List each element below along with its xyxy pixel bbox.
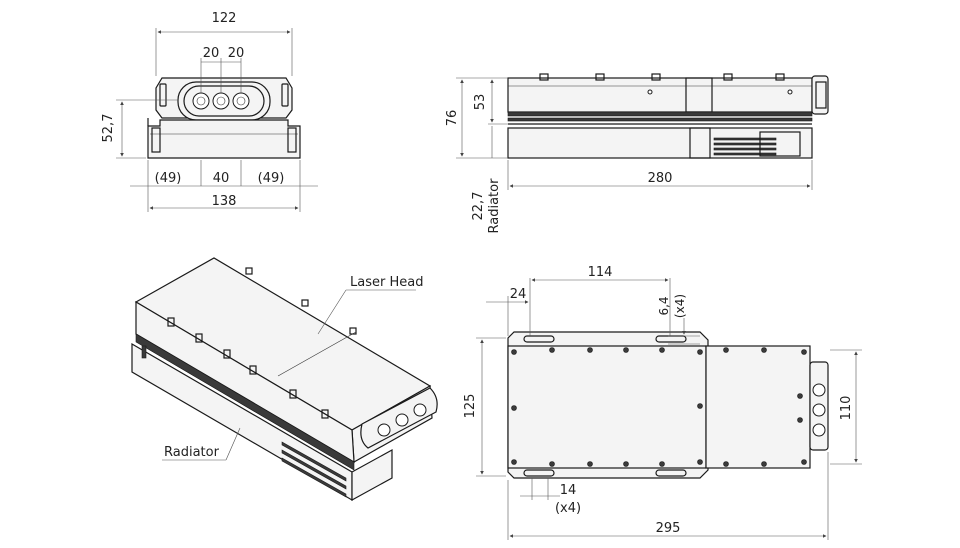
dim-text-40: 40 (213, 171, 230, 186)
side-clip-3 (651, 73, 661, 81)
side-stripe-1 (507, 111, 813, 117)
side-radiator-joint (689, 127, 711, 159)
dim-text-14-count: (x4) (555, 501, 581, 516)
iso-radiator-leader (225, 427, 241, 461)
dim-text-14: 14 (560, 483, 577, 498)
iso-radiator-label: Radiator (164, 445, 220, 460)
side-clip-4 (723, 73, 733, 81)
side-screw-1 (647, 89, 653, 95)
front-port-right (232, 92, 250, 110)
top-screws (511, 347, 807, 467)
top-slot-bottom-left (523, 469, 555, 477)
dim-text-49-right: (49) (258, 171, 285, 186)
dim-text-295: 295 (656, 521, 681, 536)
iso-port-1 (377, 423, 391, 437)
side-view: 76 53 22,7 Radiator 280 (445, 73, 829, 234)
iso-head-joint-line (277, 331, 357, 377)
iso-head-clips (167, 267, 357, 419)
top-port-1 (812, 383, 826, 397)
top-head-right (705, 345, 811, 469)
dim-text-76: 76 (445, 110, 460, 127)
iso-radiator-right (351, 448, 393, 502)
iso-radiator-fins (281, 441, 347, 498)
top-port-2 (812, 403, 826, 417)
dim-text-125: 125 (463, 394, 478, 419)
front-port-left (192, 92, 210, 110)
iso-radiator-fin-a (141, 345, 147, 359)
top-slot-bottom-right (655, 469, 687, 477)
side-head-body (507, 77, 813, 113)
iso-laser-head-label: Laser Head (350, 275, 423, 290)
front-clip-left (159, 83, 167, 107)
front-port-mid-core (216, 96, 226, 106)
dim-text-64-count: (x4) (673, 294, 687, 318)
side-radiator-fins (713, 131, 801, 157)
dim-text-49-left: (49) (155, 171, 182, 186)
front-base-foot-left (151, 127, 161, 153)
dim-text-20-left: 20 (203, 46, 220, 61)
side-clip-1 (539, 73, 549, 81)
dim-text-64: 6,4 (657, 296, 671, 315)
top-slot-top-left (523, 335, 555, 343)
side-clip-5 (775, 73, 785, 81)
top-head-left (507, 345, 707, 469)
dim-text-280: 280 (648, 171, 673, 186)
dim-text-20-right: 20 (228, 46, 245, 61)
dim-text-110: 110 (839, 396, 854, 421)
front-base (147, 119, 301, 159)
iso-port-3 (413, 403, 427, 417)
front-port-left-core (196, 96, 206, 106)
side-end-connector-inner (815, 81, 827, 109)
iso-view: Laser Head Radiator (131, 257, 438, 502)
dim-text-227: 22,7 (471, 192, 486, 221)
front-clip-right (281, 83, 289, 107)
top-view: 24 114 6,4 (x4) 125 110 14 (x4) 295 (463, 265, 862, 540)
front-port-right-core (236, 96, 246, 106)
iso-laser-head-leader (317, 289, 347, 335)
dim-text-114: 114 (588, 265, 613, 280)
dim-text-53: 53 (473, 94, 488, 111)
front-connector-inner (183, 85, 265, 117)
front-port-mid (212, 92, 230, 110)
dim-text-122: 122 (212, 11, 237, 26)
side-stripe-2 (507, 117, 813, 122)
top-port-3 (812, 423, 826, 437)
iso-stripe-band (135, 333, 355, 471)
side-clip-2 (595, 73, 605, 81)
front-base-foot-right (287, 127, 297, 153)
iso-port-2 (395, 413, 409, 427)
dim-text-527: 52,7 (101, 114, 116, 143)
dim-text-24: 24 (510, 287, 527, 302)
side-screw-2 (787, 89, 793, 95)
front-view: 122 20 20 52,7 (49) 40 (49) 138 (101, 11, 318, 212)
dim-text-138: 138 (212, 194, 237, 209)
dim-text-radiator: Radiator (487, 178, 502, 234)
